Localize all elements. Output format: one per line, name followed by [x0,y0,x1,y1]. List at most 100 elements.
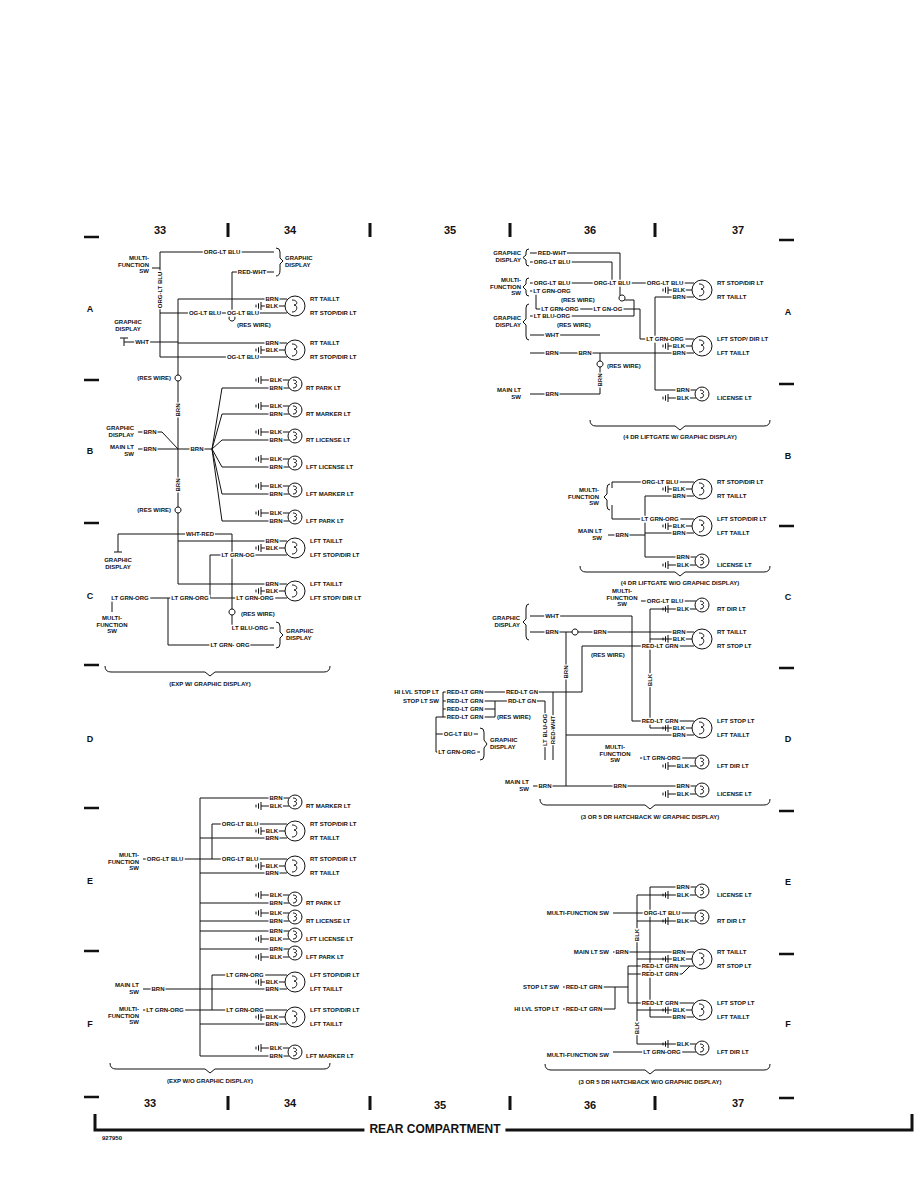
wire-color-label: BRN [269,411,284,418]
resistance-wire-note: (RES WIRE) [240,611,276,618]
lamp-label: LFT LICENSE LT [305,936,354,943]
lamp-label: RT MARKER LT [305,803,352,810]
component-label: MULTI- FUNCTION SW [603,588,641,608]
lamp-label: LICENSE LT [716,892,753,899]
lamp-label: RT STOP LT [716,963,752,970]
wire-color-label: ORG-LT BLU [203,249,242,256]
resistor-wire-mark [175,375,181,381]
wire-color-label: BRN [175,403,182,418]
lamp-label: LFT STOP/DIR LT [309,1007,360,1014]
grid-reference: 33 [153,224,167,236]
lamp-label: RT LICENSE LT [305,437,351,444]
wire-color-label: BLK [672,725,686,732]
wire-color-label: BLK [265,828,279,835]
wire-color-label: BLK [672,1007,686,1014]
wire-color-label: RED-LT GRN [641,643,680,650]
grid-reference: 34 [283,1097,297,1109]
wire-color-label: ORG-LT BLU [593,280,632,287]
wire-color-label: LT GRN-OG [220,552,255,559]
wire-color-label: LT GRN-ORG [642,755,682,762]
component-label: GRAPHIC DISPLAY [110,319,146,332]
lamp-label: LFT PARK LT [305,954,345,961]
wire-color-label: RED-LT GRN [565,984,604,991]
resistance-wire-note: (RES WIRE) [606,363,642,370]
lamp-label: RT TAILLT [716,493,747,500]
resistance-wire-note: (RES WIRE) [236,322,272,329]
component-label: MULTI- FUNCTION SW [596,744,634,764]
component-label: MAIN LT SW [573,949,610,956]
wire-color-label: BRN [175,478,182,493]
wire-color-label: BLK [265,1014,279,1021]
wire-color-label: ORG-LT BLU [221,856,260,863]
lamp-label: LFT MARKER LT [305,491,355,498]
wire-color-label: LT GN-OG [593,306,624,313]
resistance-wire-note: (RES WIRE) [496,714,532,721]
component-label: GRAPHIC DISPLAY [99,425,135,438]
wire-color-label: BRN [672,350,687,357]
wire-color-label: WHT [134,339,150,346]
lamp-symbol [256,296,305,316]
lamp-label: RT TAILLT [716,949,747,956]
grid-reference: C [784,593,793,603]
wire-color-label: LT GRN-ORG [645,336,685,343]
grid-reference: A [784,308,793,318]
wire-color-label: BLK [672,956,686,963]
wire-color-label: BLK [672,287,686,294]
wire-color-label: LT GRN-ORG [145,1007,185,1014]
wire [608,482,696,557]
wire-color-label: BLK [265,303,279,310]
wire-color-label: ORG-LT BLU [221,821,260,828]
grid-reference: E [86,877,94,887]
bracket [105,248,330,676]
wire-color-label: BRN [672,530,687,537]
lamp-symbol [256,538,305,558]
section-caption: (EXP W/ GRAPHIC DISPLAY) [168,681,251,688]
grid-reference: B [784,452,793,462]
wire-color-label: RED-LT GRN [565,1006,604,1013]
resistor-wire-mark [229,609,235,615]
section-caption: (4 DR LIFTGATE W/O GRAPHIC DISPLAY) [620,580,740,587]
lamp-symbol [663,884,709,899]
wire-color-label: BLK [676,892,690,899]
grid-reference: 34 [283,224,297,236]
wire-color-label: BRN [269,437,284,444]
lamp-label: LFT DIR LT [716,763,750,770]
wire-color-label: BLK [269,1045,283,1052]
wire-color-label: OG-LT BLU [226,310,260,317]
component-label: MAIN LT SW [114,982,140,995]
wire-color-label: OG-LT BLU [188,310,222,317]
lamp-label: LFT MARKER LT [305,1053,355,1060]
wire-color-label: BRN [269,385,284,392]
wire-color-label: LT GRN-ORG [437,749,477,756]
resistor-wire-mark [597,361,603,367]
wire-color-label: RED-LT GRN [446,689,485,696]
wire-color-label: BRN [672,493,687,500]
wire-color-label: BRN [269,900,284,907]
wire-color-label: RED-LT GRN [641,963,680,970]
wire-color-label: BLK [269,483,283,490]
wire-color-label: BLK [269,954,283,961]
component-label: MAIN LT SW [504,779,530,792]
wire-color-label: WHT [544,613,560,620]
wire-color-label: BRN [265,870,280,877]
grid-reference: 35 [433,1099,447,1111]
lamp-label: LFT STOP/DIR LT [309,552,360,559]
lamp-label: RT STOP/DIR LT [309,821,357,828]
wire-color-label: BRN [269,464,284,471]
wire-color-label: BRN [563,665,570,680]
lamp-symbol [256,402,302,417]
lamp-symbol [256,795,302,810]
component-label: GRAPHIC DISPLAY [285,628,321,641]
lamp-symbol [256,1044,302,1059]
component-label: GRAPHIC DISPLAY [284,255,320,268]
wire-color-label: BRN [676,884,691,891]
wire-color-label: LT GRN-ORG [640,516,680,523]
wire-color-label: ORG-LT BLU [646,280,685,287]
wire-color-label: BRN [265,581,280,588]
lamp-symbol [256,856,305,876]
lamp-symbol [256,946,302,961]
component-label: MULTI-FUNCTION SW [544,1052,610,1059]
grid-reference: 37 [731,1097,745,1109]
resistance-wire-note: (RES WIRE) [556,322,592,329]
lamp-symbol [256,376,302,391]
